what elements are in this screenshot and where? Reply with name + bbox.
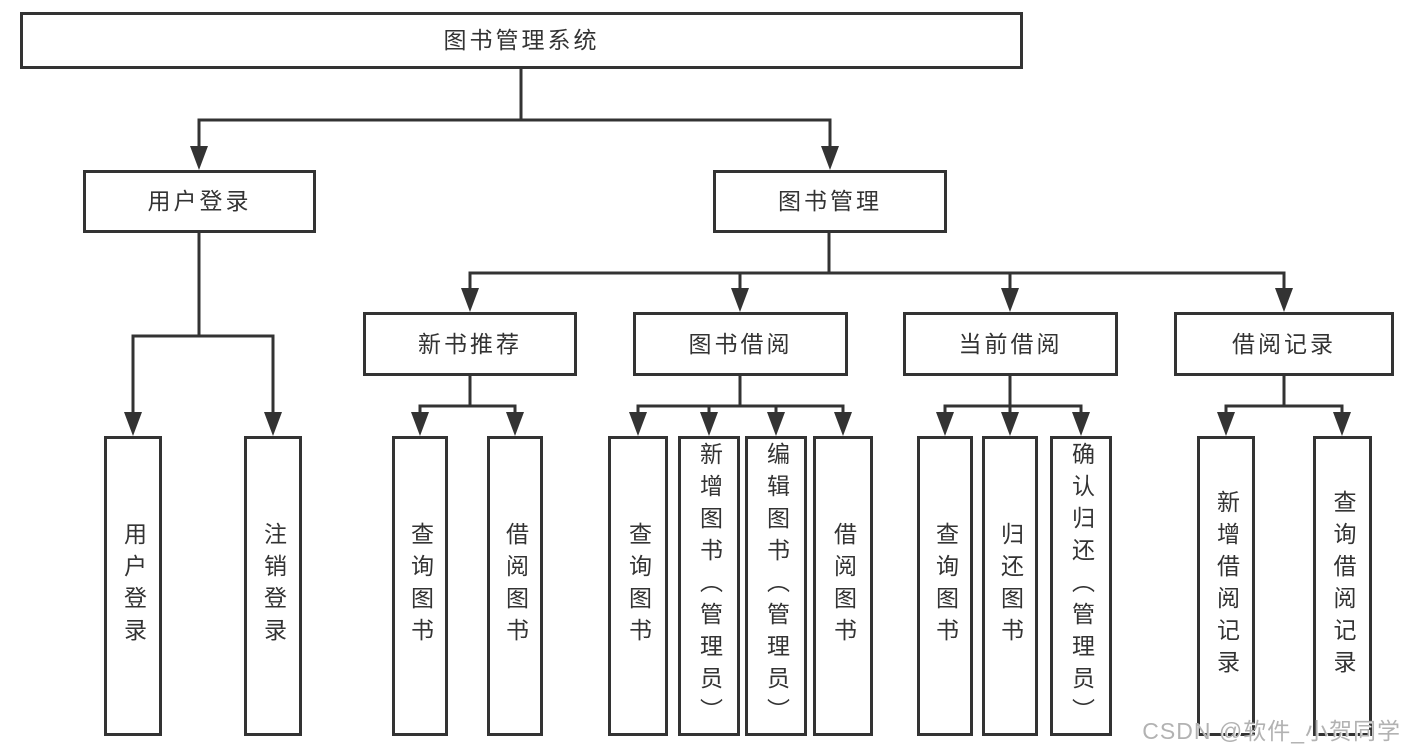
arrow-down-icon — [1217, 412, 1235, 436]
arrow-down-icon — [821, 146, 839, 170]
arrow-down-icon — [124, 412, 142, 436]
leaf-query-books-1-label: 查询图书 — [407, 522, 434, 650]
arrow-down-icon — [936, 412, 954, 436]
arrow-down-icon — [411, 412, 429, 436]
leaf-query-borrow-record-label: 查询借阅记录 — [1330, 490, 1356, 682]
node-root: 图书管理系统 — [20, 12, 1023, 69]
node-borrowing-records: 借阅记录 — [1174, 312, 1394, 376]
leaf-edit-book-admin: 编辑图书（管理员） — [745, 436, 807, 736]
leaf-add-book-admin: 新增图书（管理员） — [678, 436, 740, 736]
node-new-book-recommendation: 新书推荐 — [363, 312, 577, 376]
leaf-add-borrow-record: 新增借阅记录 — [1197, 436, 1255, 736]
arrow-down-icon — [264, 412, 282, 436]
node-book-management-label: 图书管理 — [778, 188, 882, 214]
leaf-add-book-admin-label: 新增图书（管理员） — [696, 442, 723, 730]
leaf-edit-book-admin-label: 编辑图书（管理员） — [763, 442, 790, 730]
arrow-down-icon — [1001, 288, 1019, 312]
node-user-login: 用户登录 — [83, 170, 316, 233]
arrow-down-icon — [700, 412, 718, 436]
leaf-query-books-3: 查询图书 — [917, 436, 973, 736]
node-book-borrowing-label: 图书借阅 — [688, 330, 793, 357]
node-borrowing-records-label: 借阅记录 — [1232, 330, 1336, 357]
node-book-management: 图书管理 — [713, 170, 947, 233]
leaf-confirm-return-admin-label: 确认归还（管理员） — [1068, 442, 1095, 730]
node-current-borrowing: 当前借阅 — [903, 312, 1118, 376]
node-user-login-label: 用户登录 — [147, 188, 252, 214]
leaf-query-books-1: 查询图书 — [392, 436, 448, 736]
node-book-borrowing: 图书借阅 — [633, 312, 848, 376]
arrow-down-icon — [1275, 288, 1293, 312]
leaf-query-books-2-label: 查询图书 — [625, 522, 652, 650]
arrow-down-icon — [1072, 412, 1090, 436]
leaf-user-login-label: 用户登录 — [120, 522, 147, 650]
leaf-query-books-2: 查询图书 — [608, 436, 668, 736]
leaf-logout-label: 注销登录 — [260, 522, 287, 650]
leaf-confirm-return-admin: 确认归还（管理员） — [1050, 436, 1112, 736]
arrow-down-icon — [767, 412, 785, 436]
arrow-down-icon — [629, 412, 647, 436]
leaf-return-book-label: 归还图书 — [997, 522, 1024, 650]
arrow-down-icon — [461, 288, 479, 312]
node-new-book-recommendation-label: 新书推荐 — [418, 330, 522, 357]
leaf-borrow-books-1: 借阅图书 — [487, 436, 543, 736]
arrow-down-icon — [190, 146, 208, 170]
leaf-borrow-books-2: 借阅图书 — [813, 436, 873, 736]
arrow-down-icon — [1333, 412, 1351, 436]
leaf-user-login: 用户登录 — [104, 436, 162, 736]
node-current-borrowing-label: 当前借阅 — [958, 330, 1063, 357]
leaf-add-borrow-record-label: 新增借阅记录 — [1213, 490, 1240, 682]
csdn-watermark: CSDN @软件_小贺同学 — [1142, 718, 1401, 744]
leaf-borrow-books-2-label: 借阅图书 — [830, 522, 857, 650]
arrow-down-icon — [1001, 412, 1019, 436]
arrow-down-icon — [731, 288, 749, 312]
node-root-label: 图书管理系统 — [443, 27, 600, 53]
leaf-return-book: 归还图书 — [982, 436, 1038, 736]
leaf-query-books-3-label: 查询图书 — [932, 522, 959, 650]
arrow-down-icon — [834, 412, 852, 436]
leaf-logout: 注销登录 — [244, 436, 302, 736]
arrow-down-icon — [506, 412, 524, 436]
leaf-query-borrow-record: 查询借阅记录 — [1313, 436, 1372, 736]
leaf-borrow-books-1-label: 借阅图书 — [502, 522, 529, 650]
